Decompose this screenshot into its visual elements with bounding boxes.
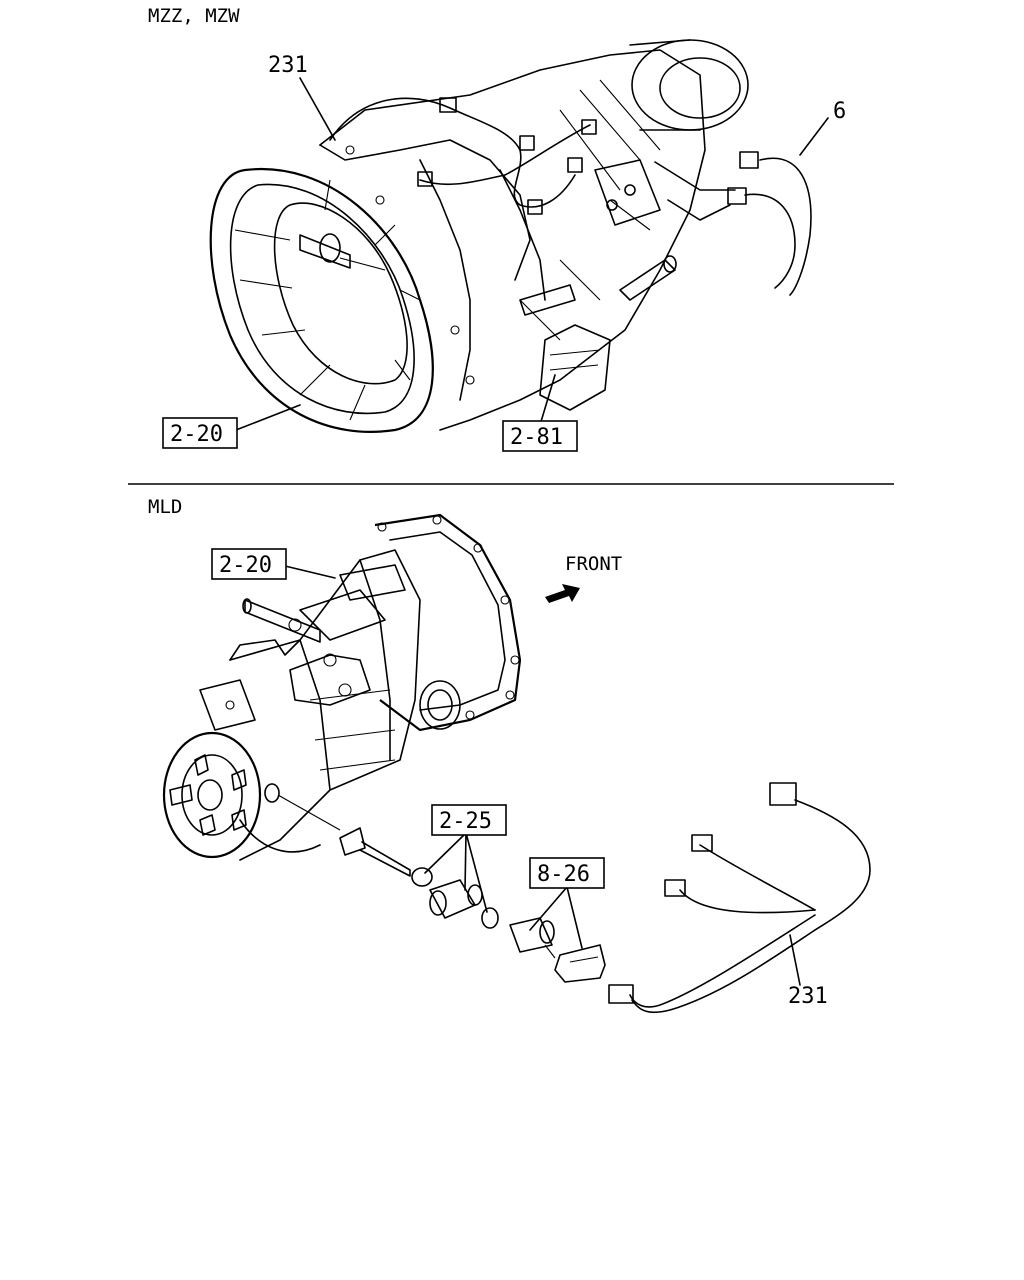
model-label-mzz-mzw: MZZ, MZW [148, 5, 240, 27]
callout-box-2-20-upper [162, 417, 238, 449]
model-label-mld: MLD [148, 496, 182, 518]
callout-231-upper: 231 [268, 53, 308, 78]
callout-231-lower: 231 [788, 984, 828, 1009]
callout-box-8-26 [529, 857, 605, 889]
callout-box-2-25 [431, 804, 507, 836]
callout-box-2-20-lower [211, 548, 287, 580]
wiring-harness-231 [608, 782, 871, 1014]
connector-middle-left [664, 879, 686, 897]
transmission-illustration-upper [209, 39, 812, 433]
front-arrow-icon [545, 584, 580, 603]
callout-2-81: 2-81 [510, 425, 563, 450]
connector-top [769, 782, 797, 806]
leader-231-lower [789, 934, 801, 986]
leader-231-upper [299, 77, 336, 141]
connector-bottom [608, 984, 634, 1004]
callout-6: 6 [833, 99, 846, 124]
callout-2-20-upper: 2-20 [170, 422, 223, 447]
leader-2-81 [539, 374, 556, 426]
leader-2-20-lower [284, 565, 336, 579]
leader-6 [799, 117, 829, 156]
callout-2-25: 2-25 [439, 809, 492, 834]
transmission-illustration-lower [162, 513, 606, 983]
leaders-2-25 [424, 832, 488, 913]
leader-2-20-upper [235, 404, 301, 431]
callout-2-20-lower: 2-20 [219, 553, 272, 578]
lower-section: MLD FRONT [148, 496, 871, 1014]
direction-label-front: FRONT [565, 553, 622, 575]
connector-upper-left [691, 834, 713, 852]
callout-box-2-81 [502, 420, 578, 452]
leaders-8-26 [529, 886, 583, 949]
callout-8-26: 8-26 [537, 862, 590, 887]
upper-section: MZZ, MZW [148, 5, 846, 452]
